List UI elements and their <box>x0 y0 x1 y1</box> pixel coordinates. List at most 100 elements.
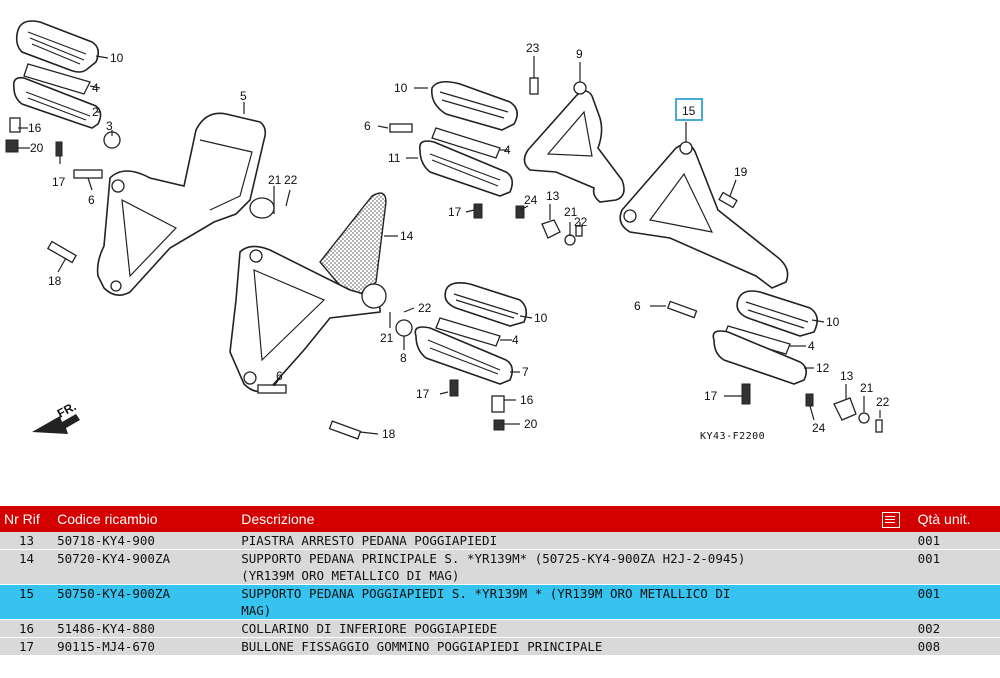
callout-24[interactable]: 24 <box>524 193 538 207</box>
row-icon-cell <box>877 619 914 638</box>
parts-table: Nr Rif Codice ricambio Descrizione Qtà u… <box>0 506 1000 656</box>
row-qty: 001 <box>913 532 1000 550</box>
footpeg-right <box>666 290 883 433</box>
row-qty: 001 <box>913 584 1000 620</box>
row-desc-line1: SUPPORTO PEDANA PRINCIPALE S. *YR139M* (… <box>241 551 746 566</box>
table-row[interactable]: 17 90115-MJ4-670 BULLONE FISSAGGIO GOMMI… <box>0 637 1000 656</box>
row-desc-line2: (YR139M ORO METALLICO DI MAG) <box>241 568 460 583</box>
callout-13[interactable]: 13 <box>840 369 854 383</box>
row-desc-line1: SUPPORTO PEDANA POGGIAPIEDI S. *YR139M *… <box>241 586 731 601</box>
callout-21[interactable]: 21 <box>860 381 874 395</box>
callout-22[interactable]: 22 <box>574 215 588 229</box>
callout-3[interactable]: 3 <box>106 119 113 133</box>
callout-18[interactable]: 18 <box>48 274 62 288</box>
footpeg-center-bottom <box>414 282 528 431</box>
callout-20[interactable]: 20 <box>524 417 538 431</box>
callout-17[interactable]: 17 <box>416 387 430 401</box>
exploded-parts-diagram: FR. <box>5 20 890 442</box>
callout-19[interactable]: 19 <box>734 165 748 179</box>
row-nr: 17 <box>0 637 54 656</box>
callout-6[interactable]: 6 <box>276 369 283 383</box>
row-nr: 16 <box>0 619 54 638</box>
callout-21[interactable]: 21 <box>380 331 394 345</box>
callout-10[interactable]: 10 <box>394 81 408 95</box>
passenger-bracket-center <box>523 77 625 203</box>
callout-22[interactable]: 22 <box>876 395 890 409</box>
row-icon-cell <box>877 549 914 585</box>
callout-21[interactable]: 21 <box>268 173 282 187</box>
drawing-code: KY43-F2200 <box>700 431 765 442</box>
callout-21[interactable]: 21 <box>564 205 578 219</box>
row-desc: SUPPORTO PEDANA PRINCIPALE S. *YR139M* (… <box>237 549 878 585</box>
passenger-footpeg-center <box>389 80 583 246</box>
callout-13[interactable]: 13 <box>546 189 560 203</box>
callout-20[interactable]: 20 <box>30 141 44 155</box>
table-row[interactable]: 14 50720-KY4-900ZA SUPPORTO PEDANA PRINC… <box>0 549 1000 585</box>
callout-8[interactable]: 8 <box>400 351 407 365</box>
row-code: 51486-KY4-880 <box>53 619 238 638</box>
row-desc-line1: PIASTRA ARRESTO PEDANA POGGIAPIEDI <box>241 533 498 548</box>
row-desc: COLLARINO DI INFERIORE POGGIAPIEDE <box>237 619 878 638</box>
callout-16[interactable]: 16 <box>28 121 42 135</box>
callout-24[interactable]: 24 <box>812 421 826 435</box>
callout-11[interactable]: 11 <box>388 151 401 165</box>
header-qta-unit[interactable]: Qtà unit. <box>913 506 1000 532</box>
footpeg-left-front <box>5 20 121 264</box>
callout-10[interactable]: 10 <box>534 311 548 325</box>
callout-4[interactable]: 4 <box>808 339 815 353</box>
callout-23[interactable]: 23 <box>526 41 540 55</box>
callout-17[interactable]: 17 <box>704 389 718 403</box>
header-codice-ricambio[interactable]: Codice ricambio <box>53 506 238 532</box>
callout-10[interactable]: 10 <box>826 315 840 329</box>
row-code: 50750-KY4-900ZA <box>53 584 238 620</box>
row-icon-cell <box>877 637 914 656</box>
table-header: Nr Rif Codice ricambio Descrizione Qtà u… <box>0 506 1000 532</box>
callout-6[interactable]: 6 <box>364 119 371 133</box>
table-list-icon[interactable] <box>877 506 914 532</box>
callout-2[interactable]: 2 <box>92 105 99 119</box>
callout-4[interactable]: 4 <box>92 81 99 95</box>
selected-callout-highlight <box>675 98 703 121</box>
table-row[interactable]: 16 51486-KY4-880 COLLARINO DI INFERIORE … <box>0 619 1000 638</box>
row-desc: BULLONE FISSAGGIO GOMMINO POGGIAPIEDI PR… <box>237 637 878 656</box>
header-descrizione[interactable]: Descrizione <box>237 506 878 532</box>
row-code: 90115-MJ4-670 <box>53 637 238 656</box>
callout-6[interactable]: 6 <box>634 299 641 313</box>
row-desc: PIASTRA ARRESTO PEDANA POGGIAPIEDI <box>237 532 878 550</box>
callout-17[interactable]: 17 <box>448 205 462 219</box>
callout-18[interactable]: 18 <box>382 427 396 441</box>
row-code: 50720-KY4-900ZA <box>53 549 238 585</box>
table-row[interactable]: 13 50718-KY4-900 PIASTRA ARRESTO PEDANA … <box>0 532 1000 550</box>
row-desc-line1: BULLONE FISSAGGIO GOMMINO POGGIAPIEDI PR… <box>241 639 603 654</box>
row-icon-cell <box>877 584 914 620</box>
row-qty: 002 <box>913 619 1000 638</box>
callout-4[interactable]: 4 <box>512 333 519 347</box>
header-nr-rif[interactable]: Nr Rif <box>0 506 54 532</box>
row-desc-line1: COLLARINO DI INFERIORE POGGIAPIEDE <box>241 621 498 636</box>
callout-15-selected[interactable]: 15 <box>682 104 696 118</box>
callout-10[interactable]: 10 <box>110 51 124 65</box>
callout-12[interactable]: 12 <box>816 361 830 375</box>
row-qty: 008 <box>913 637 1000 656</box>
callout-7[interactable]: 7 <box>522 365 529 379</box>
table-row-selected[interactable]: 15 50750-KY4-900ZA SUPPORTO PEDANA POGGI… <box>0 584 1000 620</box>
callout-22[interactable]: 22 <box>284 173 298 187</box>
callout-14[interactable]: 14 <box>400 229 414 243</box>
row-nr: 13 <box>0 532 54 550</box>
row-qty: 001 <box>913 549 1000 585</box>
front-direction-arrow-icon <box>32 414 80 434</box>
callout-9[interactable]: 9 <box>576 47 583 61</box>
main-footpeg-bracket-center <box>229 192 413 440</box>
row-desc-line2: MAG) <box>241 603 272 618</box>
callout-17[interactable]: 17 <box>52 175 66 189</box>
callout-16[interactable]: 16 <box>520 393 534 407</box>
row-desc: SUPPORTO PEDANA POGGIAPIEDI S. *YR139M *… <box>237 584 878 620</box>
callout-5[interactable]: 5 <box>240 89 247 103</box>
callout-22[interactable]: 22 <box>418 301 432 315</box>
row-nr: 15 <box>0 584 54 620</box>
callout-4[interactable]: 4 <box>504 143 511 157</box>
row-nr: 14 <box>0 549 54 585</box>
row-icon-cell <box>877 532 914 550</box>
passenger-bracket-right <box>619 141 789 289</box>
callout-6[interactable]: 6 <box>88 193 95 207</box>
